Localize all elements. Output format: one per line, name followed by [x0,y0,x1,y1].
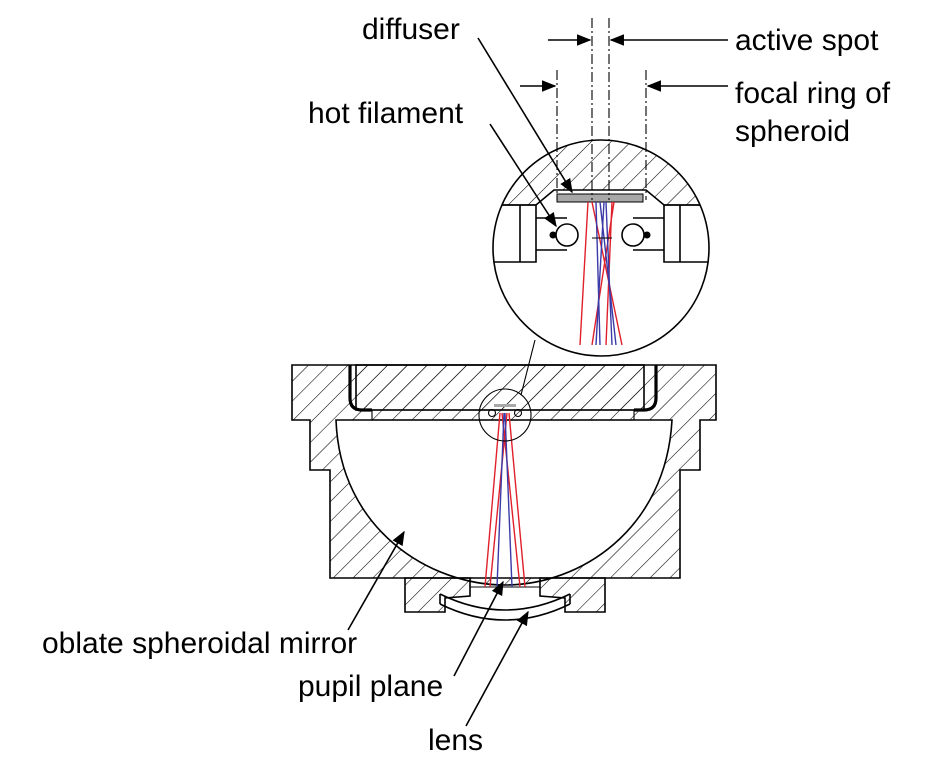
left-clip [348,365,372,412]
blue-ray [595,201,601,346]
cover-plate [355,364,645,411]
lens-leader [465,610,529,727]
dimension-arrows [520,34,728,92]
labels: diffuser active spot focal ring of spher… [42,13,891,757]
diffuser-element [556,193,644,203]
blue-ray [605,201,613,346]
label-diffuser: diffuser [362,13,460,46]
mirror-leader [347,530,405,631]
red-ray [508,412,526,588]
inset-detail [492,139,710,357]
blue-ray [504,412,513,588]
label-oblate-mirror: oblate spheroidal mirror [42,627,357,660]
red-ray [489,412,508,588]
mirror-housing [291,364,717,586]
blue-ray [496,412,505,588]
right-filament-dot [643,231,651,239]
leader-arrows [347,37,573,727]
label-focal-ring-2: spheroid [735,115,850,148]
main-rays [484,412,526,588]
label-focal-ring-1: focal ring of [735,77,891,110]
label-active-spot: active spot [735,24,879,57]
red-ray [501,412,521,588]
construction-lines [556,18,647,200]
lens-assembly [404,577,606,621]
label-hot-filament: hot filament [308,97,464,130]
red-ray [484,412,501,588]
magnification-circle [478,339,536,442]
hot-filament-leader [489,123,557,228]
blue-ray [595,201,605,346]
left-filament-dot [549,231,557,239]
diffuser-leader [477,37,573,194]
label-lens: lens [428,724,483,757]
pupil-plane-leader [453,580,504,677]
red-ray [579,201,589,346]
magnify-connector [520,339,536,396]
label-pupil-plane: pupil plane [298,670,443,703]
right-clip [634,365,658,412]
